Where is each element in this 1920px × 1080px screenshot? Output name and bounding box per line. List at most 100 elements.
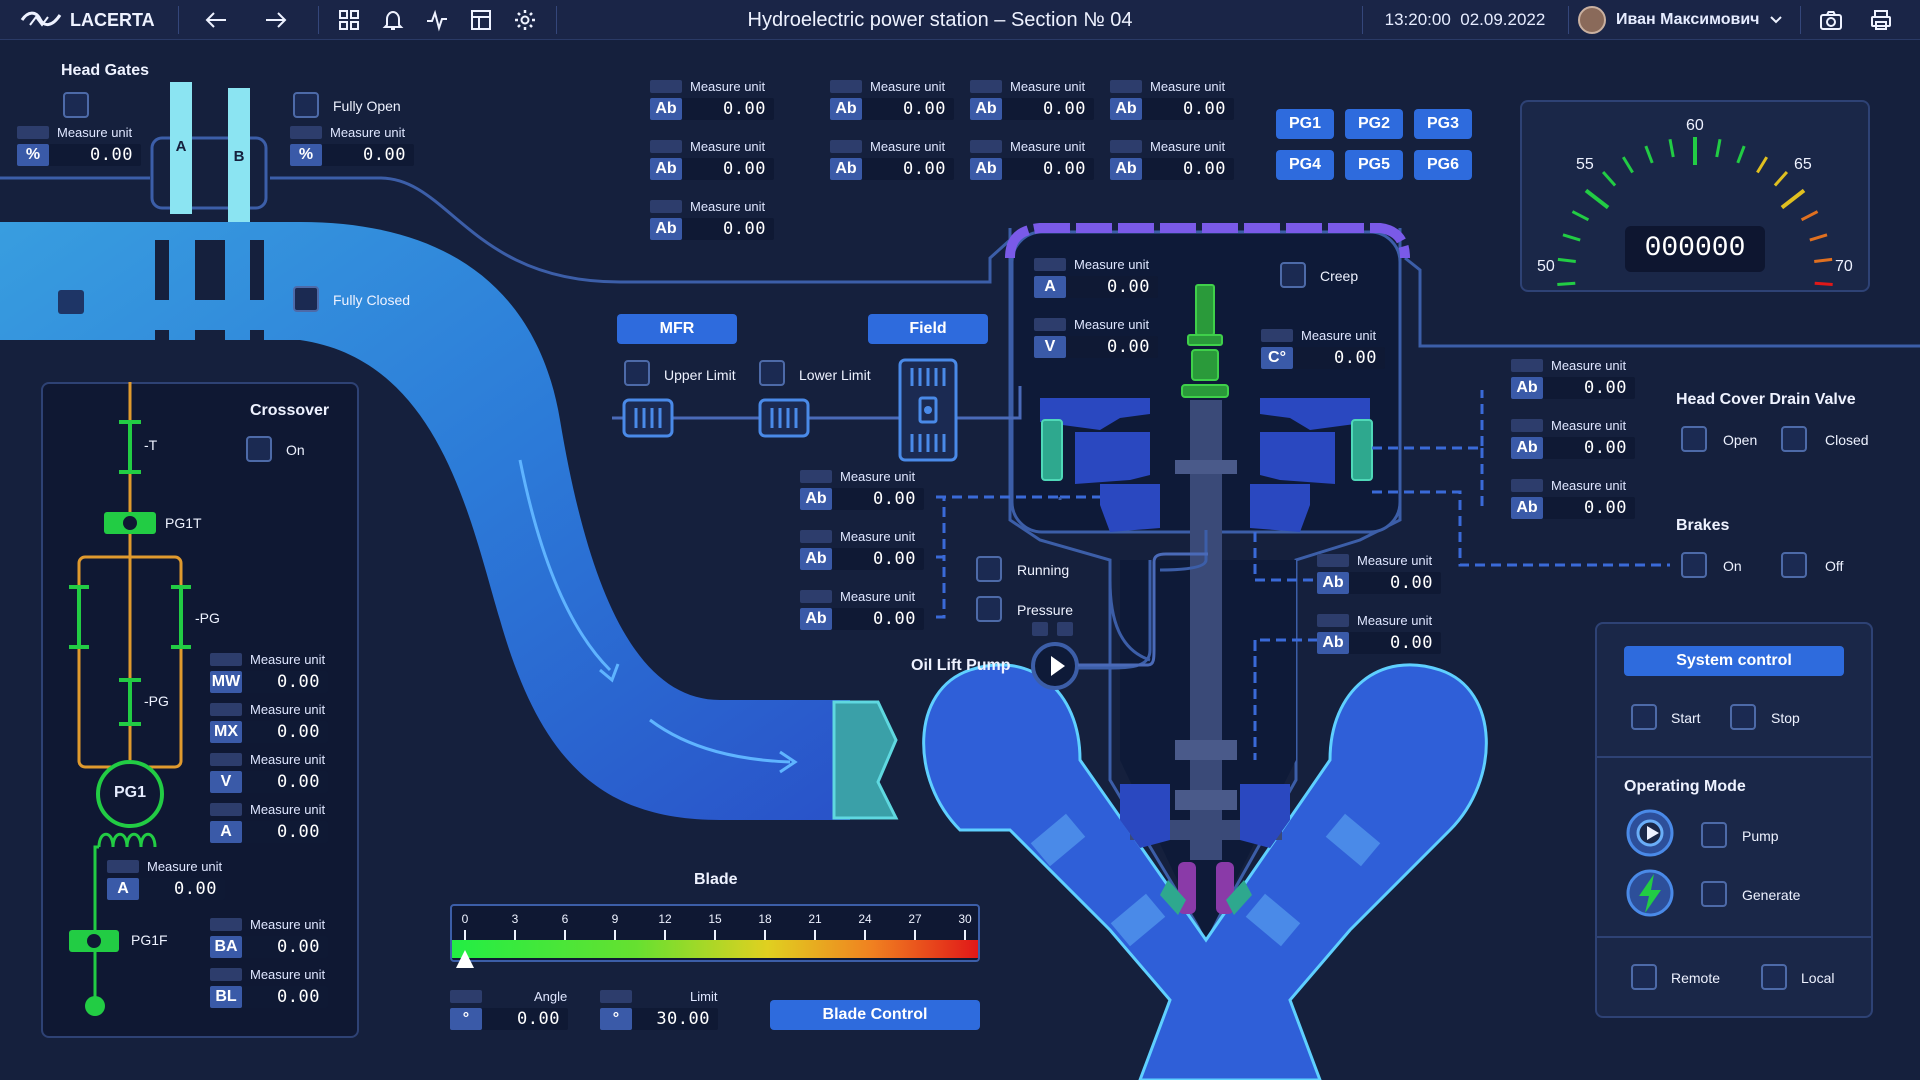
camera-icon (1820, 11, 1842, 30)
blade-tick-label: 3 (511, 912, 519, 926)
crossover-on-checkbox[interactable] (246, 436, 272, 462)
upper-limit-checkbox[interactable] (624, 360, 650, 386)
gauge-label-60: 60 (1686, 117, 1704, 134)
pg6-button[interactable]: PG6 (1414, 150, 1472, 180)
start-label: Start (1671, 710, 1701, 726)
gate-a[interactable]: A (170, 82, 192, 214)
gauge-tick (1562, 233, 1581, 242)
settings-button[interactable] (510, 0, 540, 40)
start-checkbox[interactable] (1631, 704, 1657, 730)
table-icon (471, 10, 491, 30)
gauge-label-65: 65 (1794, 156, 1812, 173)
blade-tick-label: 18 (758, 912, 772, 926)
head-cover-closed-checkbox[interactable] (1781, 426, 1807, 452)
pg1-button[interactable]: PG1 (1276, 109, 1334, 139)
mfr-button[interactable]: MFR (617, 314, 737, 344)
field-button[interactable]: Field (868, 314, 988, 344)
blade-tick-mark (664, 930, 666, 940)
head-cover-open-label: Open (1723, 432, 1758, 448)
stop-checkbox[interactable] (1730, 704, 1756, 730)
page-title: Hydroelectric power station – Section № … (747, 8, 1133, 31)
head-cover-title: Head Cover Drain Valve (1676, 391, 1856, 408)
gauge-tick (1773, 171, 1789, 187)
blade-tick-mark (564, 930, 566, 940)
creep-checkbox[interactable] (1280, 262, 1306, 288)
fully-closed-checkbox[interactable] (293, 286, 319, 312)
chevron-down-icon (1770, 16, 1783, 24)
blade-tick-label: 27 (908, 912, 922, 926)
system-control-button[interactable]: System control (1624, 646, 1844, 676)
forward-button[interactable] (256, 0, 296, 40)
pg5-button[interactable]: PG5 (1345, 150, 1403, 180)
logo-icon (20, 11, 62, 27)
blade-gradient-bar (452, 940, 978, 958)
head-gate-frame (150, 136, 268, 210)
gauge-tick (1644, 145, 1654, 164)
blade-tick-label: 0 (461, 912, 469, 926)
printer-icon (1871, 10, 1891, 30)
blade-tick-label: 24 (858, 912, 872, 926)
local-checkbox[interactable] (1761, 964, 1787, 990)
gauge-tick (1736, 145, 1746, 164)
gauge-tick (1621, 156, 1634, 174)
pg4-button[interactable]: PG4 (1276, 150, 1334, 180)
table-button[interactable] (466, 0, 496, 40)
pg2-button[interactable]: PG2 (1345, 109, 1403, 139)
blade-tick-label: 15 (708, 912, 722, 926)
running-label: Running (1017, 562, 1070, 578)
oil-lift-pump-button[interactable] (1031, 642, 1079, 690)
blade-control-button[interactable]: Blade Control (770, 1000, 980, 1030)
gauge-tick (1557, 281, 1576, 287)
creep-label: Creep (1320, 268, 1359, 284)
notifications-button[interactable] (378, 0, 408, 40)
brakes-off-checkbox[interactable] (1781, 552, 1807, 578)
remote-checkbox[interactable] (1631, 964, 1657, 990)
head-gates-checkbox[interactable] (63, 92, 89, 118)
back-button[interactable] (196, 0, 236, 40)
pressure-checkbox[interactable] (976, 596, 1002, 622)
pulse-icon (427, 9, 447, 32)
head-gate-right-measure: Measure unit %0.00 (290, 125, 414, 174)
blade-tick-mark (864, 930, 866, 940)
oil-lift-indicator-a (1032, 622, 1048, 636)
gauge-display: 000000 (1625, 226, 1765, 272)
head-gates-title: Head Gates (61, 62, 150, 79)
crossover-pg1f-label: PG1F (131, 932, 168, 948)
crossover-on-label: On (286, 442, 305, 458)
logo[interactable]: LACERTA (20, 0, 160, 40)
user-name: Иван Максимович (1616, 11, 1760, 28)
remote-label: Remote (1671, 970, 1721, 986)
brakes-on-checkbox[interactable] (1681, 552, 1707, 578)
screenshot-button[interactable] (1816, 0, 1846, 40)
pump-checkbox[interactable] (1701, 822, 1727, 848)
grid-button[interactable] (334, 0, 364, 40)
lower-limit-checkbox[interactable] (759, 360, 785, 386)
gauge-tick (1584, 188, 1610, 210)
head-cover-closed-label: Closed (1825, 432, 1869, 448)
pg3-button[interactable]: PG3 (1414, 109, 1472, 139)
print-button[interactable] (1866, 0, 1896, 40)
pump-mode-icon (1626, 809, 1674, 857)
blade-tick-label: 21 (808, 912, 822, 926)
user-menu[interactable]: Иван Максимович (1578, 0, 1788, 40)
head-cover-open-checkbox[interactable] (1681, 426, 1707, 452)
forward-arrow-icon (266, 12, 287, 28)
fully-open-checkbox[interactable] (293, 92, 319, 118)
trends-button[interactable] (422, 0, 452, 40)
running-checkbox[interactable] (976, 556, 1002, 582)
generate-checkbox[interactable] (1701, 881, 1727, 907)
gate-b[interactable]: B (228, 88, 250, 222)
